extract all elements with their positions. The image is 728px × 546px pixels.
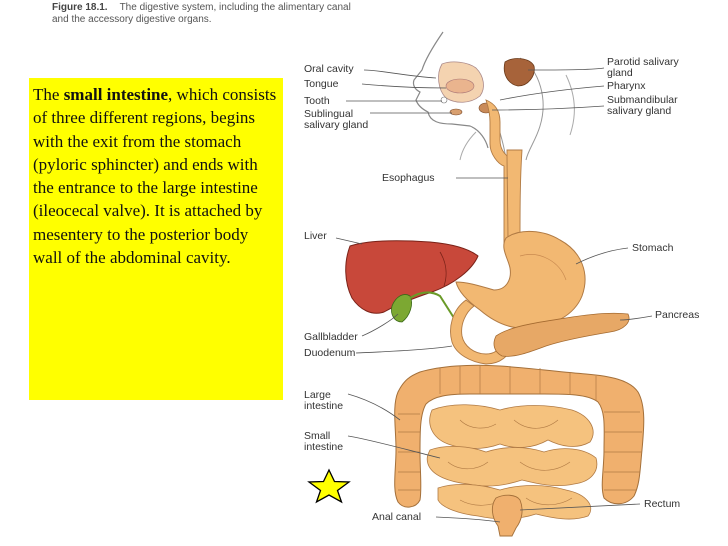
bile-duct (409, 291, 455, 319)
explanation-textbox: The small intestine, which consists of t… (29, 78, 283, 400)
star-icon (307, 468, 351, 504)
figure-number: Figure 18.1. (52, 2, 108, 13)
large-intestine-shape (394, 364, 645, 508)
figure-caption-line-1: The digestive system, including the alim… (119, 2, 351, 13)
label-rectum: Rectum (644, 498, 681, 510)
figure-caption: Figure 18.1. The digestive system, includ… (52, 2, 502, 26)
stomach-shape (455, 231, 586, 329)
textbox-body: , which consists of three different regi… (33, 85, 277, 268)
label-anal-canal: Anal canal (372, 511, 422, 523)
liver-lobe-line (439, 251, 447, 287)
label-oral-cavity: Oral cavity (304, 63, 354, 75)
tongue-shape (445, 78, 475, 94)
label-tooth: Tooth (304, 95, 330, 107)
label-submandibular-line-1: Submandibular (607, 94, 678, 106)
label-pharynx: Pharynx (607, 80, 646, 92)
tooth-shape (440, 96, 448, 104)
label-parotid-line-2: gland (607, 67, 633, 79)
leader-lines (335, 67, 653, 523)
label-gallbladder: Gallbladder (304, 331, 358, 343)
pancreas-shape (493, 312, 630, 357)
textbox-prefix: The (33, 85, 64, 104)
sublingual-gland-shape (449, 108, 463, 116)
parotid-gland-shape (503, 58, 535, 87)
small-intestine-folds (447, 419, 573, 506)
torso-right-outline (565, 74, 575, 136)
stomach-fold (519, 254, 567, 281)
torso-left-outline (459, 131, 477, 161)
head-outline (412, 31, 489, 149)
colon-haustra (398, 366, 642, 491)
label-esophagus: Esophagus (382, 172, 435, 184)
label-sublingual-line-2: salivary gland (304, 119, 369, 131)
label-small-intestine-line-2: intestine (304, 441, 344, 453)
esophagus-tube (506, 149, 523, 247)
label-duodenum: Duodenum (304, 347, 356, 359)
label-stomach: Stomach (632, 242, 674, 254)
label-sublingual-line-1: Sublingual (304, 108, 354, 120)
label-tongue: Tongue (304, 78, 339, 90)
label-parotid-line-1: Parotid salivary (607, 56, 679, 68)
label-pancreas: Pancreas (655, 309, 700, 321)
figure-caption-line-2: and the accessory digestive organs. (52, 14, 212, 25)
label-large-intestine-line-1: Large (304, 389, 331, 401)
label-submandibular-line-2: salivary gland (607, 105, 672, 117)
textbox-bold-term: small intestine (63, 85, 169, 104)
label-liver: Liver (304, 230, 327, 242)
label-large-intestine-line-2: intestine (304, 400, 344, 412)
rectum-shape (491, 494, 523, 537)
label-small-intestine-line-1: Small (304, 430, 331, 442)
